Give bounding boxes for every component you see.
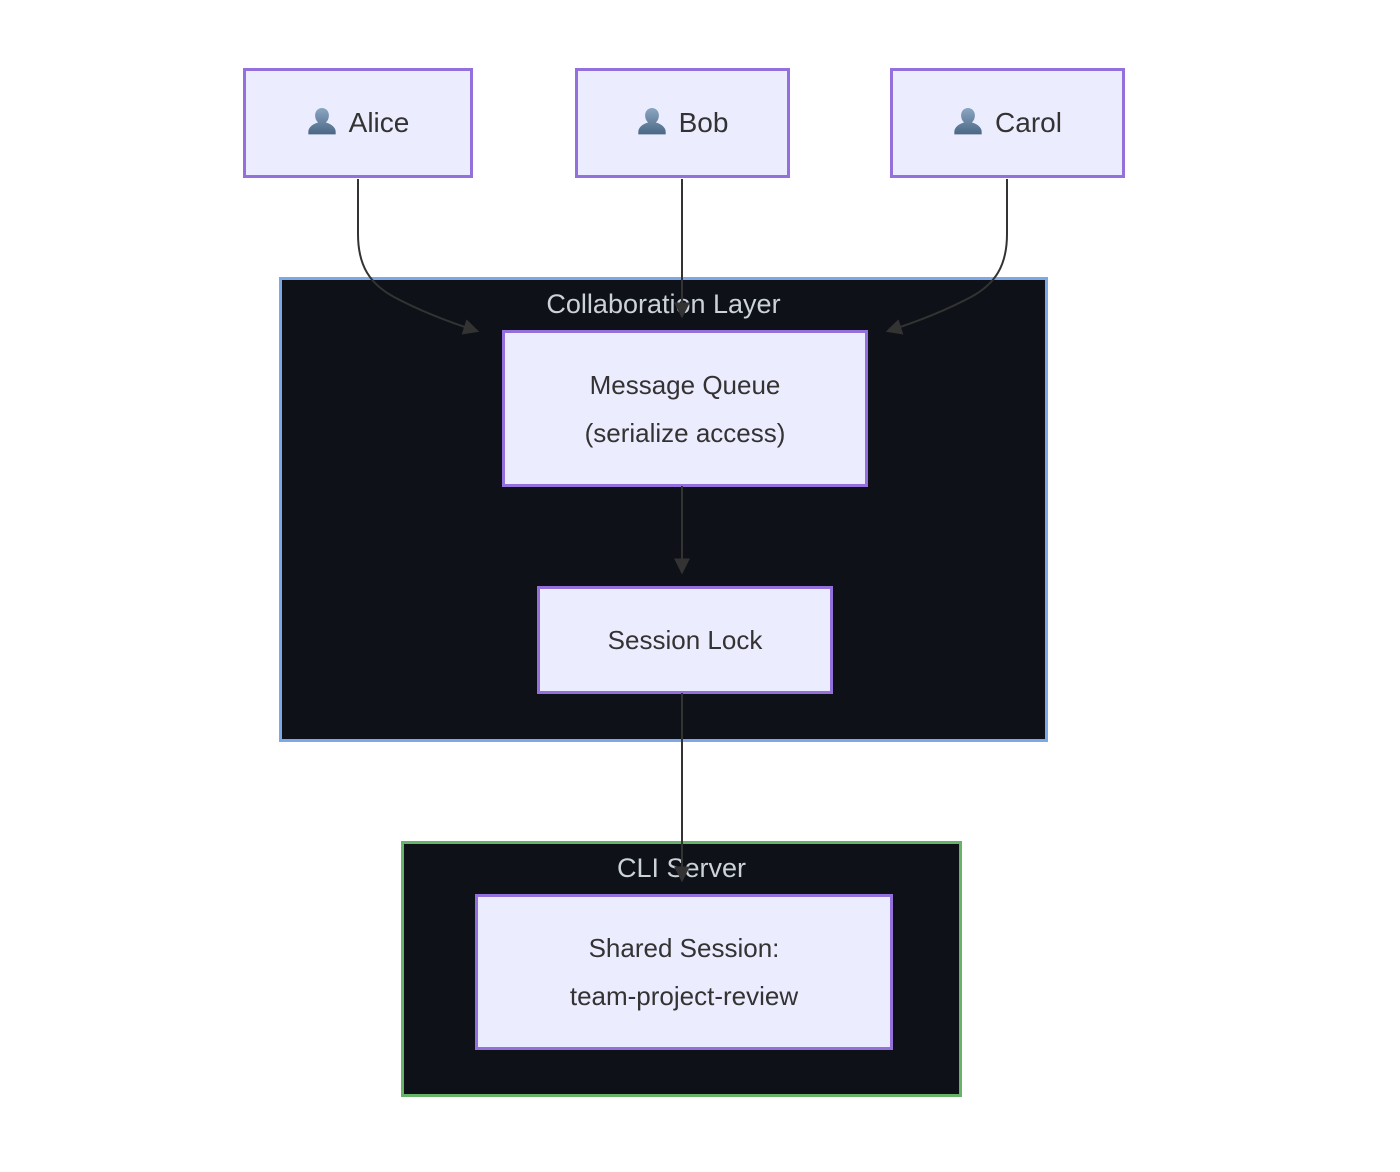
node-line: (serialize access) bbox=[584, 417, 786, 448]
cluster-title: Collaboration Layer bbox=[546, 289, 781, 319]
actor-label: Bob bbox=[678, 107, 729, 138]
user-icon bbox=[637, 107, 666, 135]
cluster-collaboration-layer: Collaboration Layer Message Queue (seria… bbox=[279, 277, 1048, 742]
node-message-queue: Message Queue (serialize access) bbox=[502, 330, 868, 487]
user-icon bbox=[307, 107, 336, 135]
actor-label: Carol bbox=[995, 107, 1062, 138]
cluster-cli-server: CLI Server Shared Session: team-project-… bbox=[401, 841, 962, 1097]
node-shared-session: Shared Session: team-project-review bbox=[475, 894, 893, 1050]
actor-bob: Bob bbox=[575, 68, 790, 178]
node-session-lock: Session Lock bbox=[537, 586, 833, 694]
node-line: Shared Session: bbox=[588, 933, 780, 963]
cluster-title: CLI Server bbox=[616, 853, 747, 883]
node-line: Message Queue bbox=[589, 369, 781, 400]
node-line: Session Lock bbox=[607, 625, 763, 655]
actor-alice: Alice bbox=[243, 68, 473, 178]
actor-carol: Carol bbox=[890, 68, 1125, 178]
node-line: team-project-review bbox=[569, 981, 799, 1011]
actor-label: Alice bbox=[348, 107, 410, 138]
user-icon bbox=[954, 107, 982, 135]
